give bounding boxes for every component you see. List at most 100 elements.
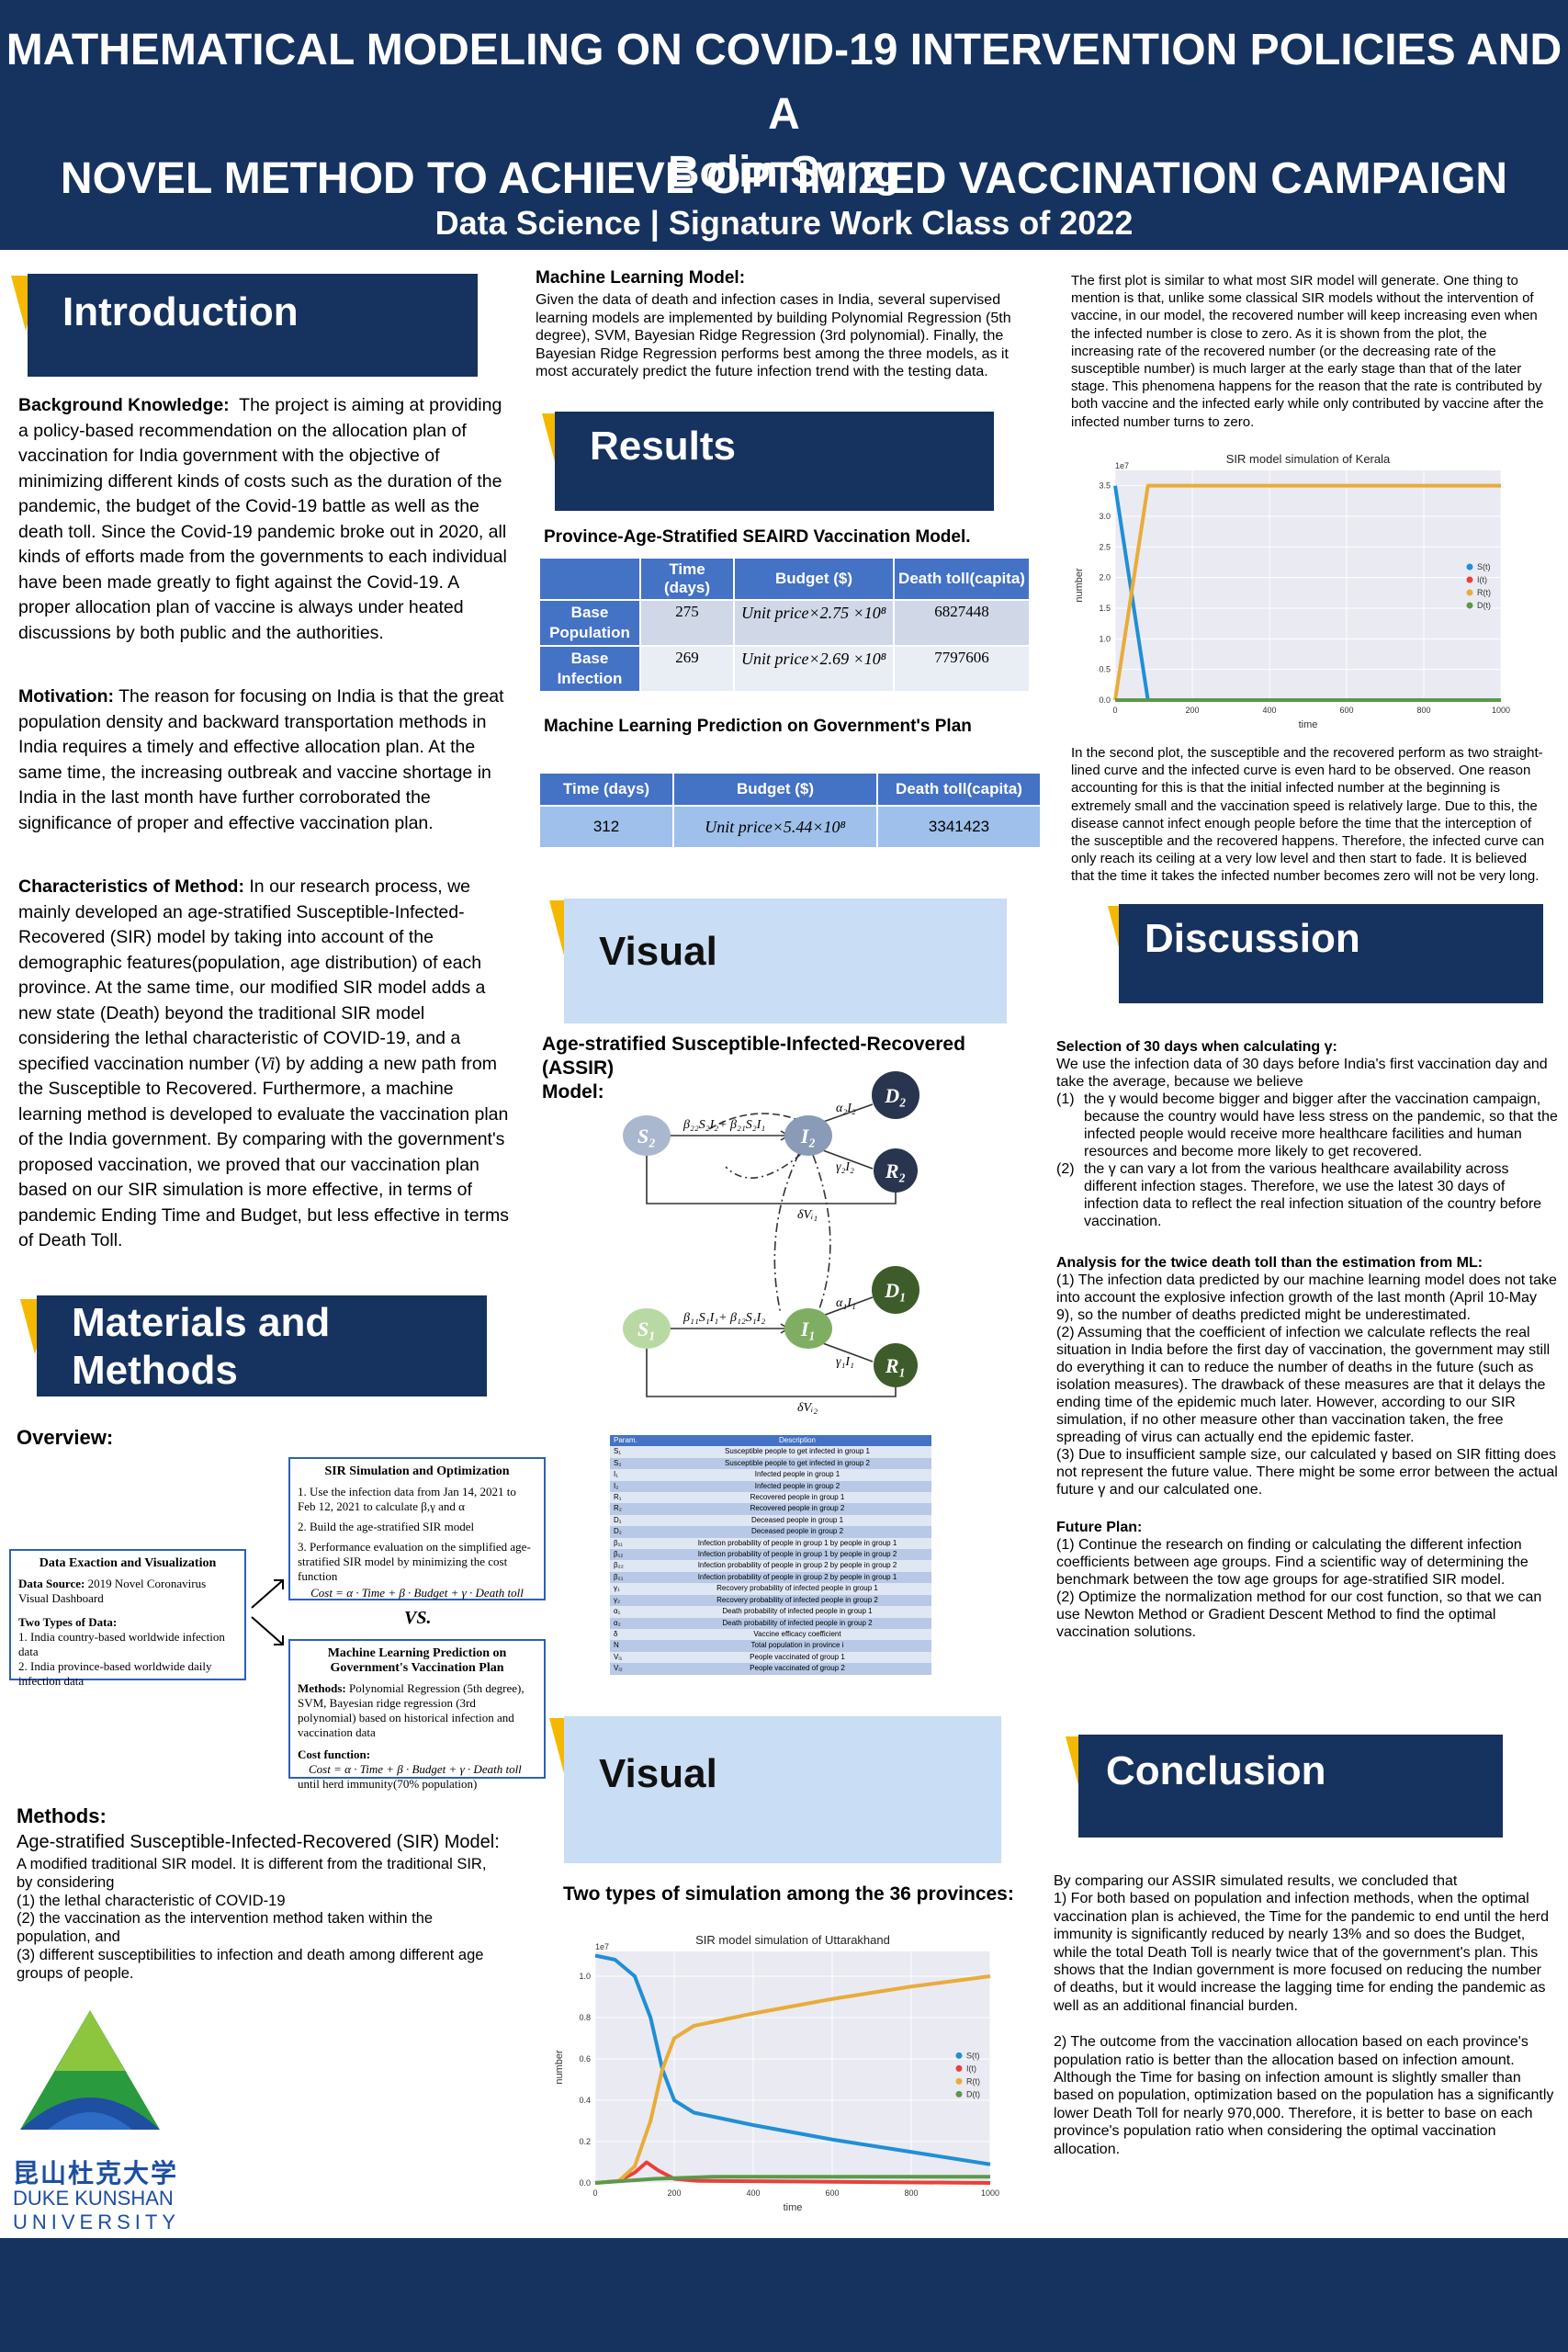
y-axis-label: number — [1074, 568, 1085, 603]
data-exaction-box: Data Exaction and Visualization Data Sou… — [9, 1549, 246, 1688]
y-tick-label: 1.0 — [579, 1972, 591, 1981]
parameter-symbol: I₁ — [610, 1469, 663, 1481]
series-line-rt — [594, 1974, 991, 2185]
edge-label: γ₂I₂ — [836, 1160, 854, 1174]
plot1-discussion: The first plot is similar to what most S… — [1071, 273, 1544, 430]
node-d1: D₁ — [884, 1279, 907, 1302]
methods-label: Methods: — [17, 1804, 107, 1827]
poster-title: MATHEMATICAL MODELING ON COVID-19 INTERV… — [6, 26, 1562, 203]
legend-marker — [1466, 602, 1473, 609]
row-label: Base Population — [538, 599, 641, 647]
parameter-description: Infected people in group 1 — [663, 1469, 931, 1481]
introduction-heading: Introduction — [28, 274, 478, 377]
vaccination-results-table: Time (days) Budget ($) Death toll(capita… — [538, 557, 1031, 693]
node-i1: I₁ — [800, 1317, 816, 1340]
legend-marker — [1466, 563, 1473, 571]
legend-label: R(t) — [1477, 588, 1491, 597]
author-name: Bolin Song — [667, 148, 901, 197]
x-tick-label: 1000 — [1492, 706, 1510, 715]
plot-area — [595, 1951, 990, 2183]
parameter-description: Recovered people in group 2 — [663, 1503, 931, 1515]
parameter-symbol: N — [610, 1640, 663, 1652]
legend-marker — [955, 2077, 963, 2085]
parameter-description: Recovery probability of infected people … — [663, 1594, 931, 1607]
edge-label: α₁I₁ — [836, 1296, 856, 1310]
x-tick-label: 200 — [1185, 706, 1199, 715]
edge-label: δVᵢ₁ — [797, 1208, 818, 1222]
y-tick-label: 0.5 — [1099, 665, 1111, 674]
parameter-description: Infected people in group 2 — [663, 1480, 931, 1493]
scale-label: 1e7 — [1115, 461, 1129, 470]
series-line-st — [594, 1953, 991, 2166]
x-tick-label: 600 — [1339, 706, 1353, 715]
y-tick-label: 2.0 — [1099, 573, 1111, 582]
parameter-symbol: D₂ — [610, 1526, 663, 1538]
parameter-description: Infection probability of people in group… — [663, 1537, 931, 1550]
series-line-rt — [1113, 483, 1501, 701]
parameter-description: Recovery probability of infected people … — [663, 1583, 931, 1595]
parameter-symbol: β₁₂ — [610, 1549, 663, 1561]
legend-label: S(t) — [966, 2051, 980, 2060]
parameter-description: Infection probability of people in group… — [663, 1549, 931, 1561]
background-paragraph: Background Knowledge: The project is aim… — [18, 395, 507, 643]
parameter-description: Death probability of infected people in … — [663, 1606, 931, 1618]
y-tick-label: 0.8 — [579, 2013, 591, 2022]
parameter-symbol: R₁ — [610, 1492, 663, 1504]
y-tick-label: 1.0 — [1099, 634, 1111, 643]
y-tick-label: 0.0 — [579, 2178, 591, 2188]
conclusion-body: By comparing our ASSIR simulated results… — [1054, 1873, 1554, 2157]
parameter-symbol: Vᵢ₁ — [610, 1651, 663, 1664]
x-tick-label: 800 — [904, 2188, 918, 2198]
simulation-title: Two types of simulation among the 36 pro… — [563, 1883, 1014, 1905]
y-tick-label: 0.2 — [579, 2137, 591, 2146]
node-s2: S₂ — [637, 1125, 656, 1148]
parameter-description: Susceptible people to get infected in gr… — [663, 1446, 931, 1458]
legend-marker — [955, 2090, 963, 2098]
y-tick-label: 2.5 — [1099, 542, 1111, 551]
parameter-symbol: Vᵢ₂ — [610, 1663, 663, 1675]
parameter-description: Total population in province i — [663, 1640, 931, 1652]
materials-heading: Materials and Methods — [37, 1295, 487, 1396]
versus-label: VS. — [404, 1608, 432, 1628]
government-plan-table: Time (days) Budget ($) Death toll(capita… — [538, 772, 1042, 849]
methods-model-title: Age-stratified Susceptible-Infected-Reco… — [17, 1832, 500, 1852]
plot2-discussion: In the second plot, the susceptible and … — [1071, 745, 1545, 885]
chart-title: SIR model simulation of Kerala — [1226, 452, 1391, 466]
x-tick-label: 400 — [1262, 706, 1276, 715]
y-tick-label: 0.6 — [579, 2054, 591, 2064]
discussion-body: Selection of 30 days when calculating γ:… — [1056, 1039, 1558, 1640]
parameter-symbol: S₁ — [610, 1446, 663, 1458]
parameter-description: Susceptible people to get infected in gr… — [663, 1457, 931, 1470]
series-line-dt — [594, 2175, 990, 2185]
node-s1: S₁ — [637, 1317, 656, 1340]
table2-title: Machine Learning Prediction on Governmen… — [544, 717, 972, 736]
parameter-symbol: R₂ — [610, 1503, 663, 1515]
parameter-symbol: D₁ — [610, 1514, 663, 1527]
poster-footer — [0, 2238, 1568, 2352]
node-r2: R₂ — [885, 1159, 906, 1182]
parameter-description: People vaccinated of group 1 — [663, 1651, 931, 1664]
logo-english-text: DUKE KUNSHAN UNIVERSITY — [13, 2187, 181, 2233]
parameter-description: People vaccinated of group 2 — [663, 1663, 931, 1675]
scale-label: 1e7 — [595, 1942, 609, 1951]
x-tick-label: 600 — [825, 2188, 839, 2198]
motivation-paragraph: Motivation: The reason for focusing on I… — [18, 686, 504, 833]
